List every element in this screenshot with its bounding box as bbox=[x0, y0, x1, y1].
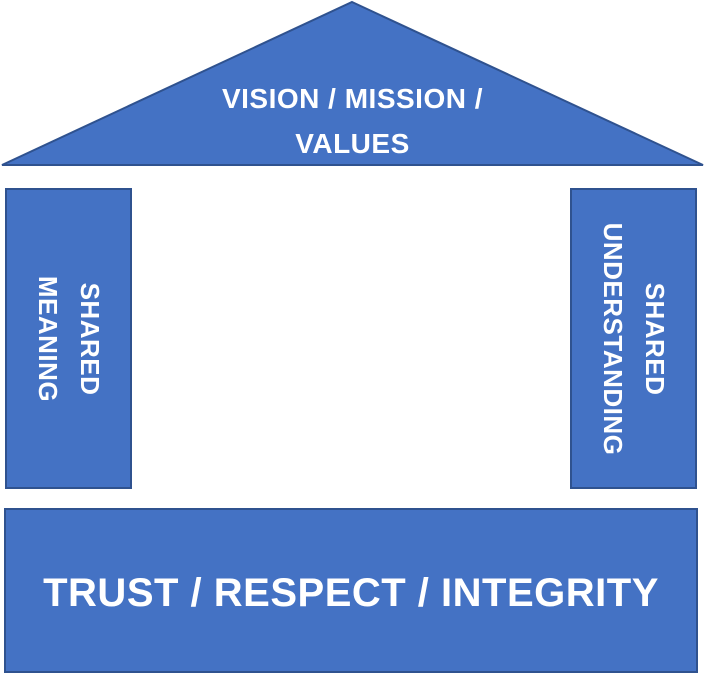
right-pillar: SHARED UNDERSTANDING bbox=[570, 188, 697, 489]
roof-triangle bbox=[1, 0, 704, 166]
left-pillar-label-line-1: SHARED bbox=[74, 282, 105, 395]
roof-triangle-shape bbox=[1, 0, 704, 166]
left-pillar: SHARED MEANING bbox=[5, 188, 132, 489]
right-pillar-label: SHARED UNDERSTANDING bbox=[592, 222, 676, 455]
roof-label: VISION / MISSION / VALUES bbox=[0, 76, 705, 166]
base-bar: TRUST / RESPECT / INTEGRITY bbox=[4, 508, 698, 673]
left-pillar-label-line-2: MEANING bbox=[32, 275, 63, 402]
roof-label-line-1: VISION / MISSION / bbox=[221, 83, 484, 114]
right-pillar-label-line-1: SHARED bbox=[639, 282, 670, 395]
right-pillar-label-line-2: UNDERSTANDING bbox=[597, 222, 628, 455]
left-pillar-label: SHARED MEANING bbox=[27, 275, 111, 401]
roof-label-line-2: VALUES bbox=[295, 128, 410, 159]
base-label: TRUST / RESPECT / INTEGRITY bbox=[43, 571, 659, 615]
